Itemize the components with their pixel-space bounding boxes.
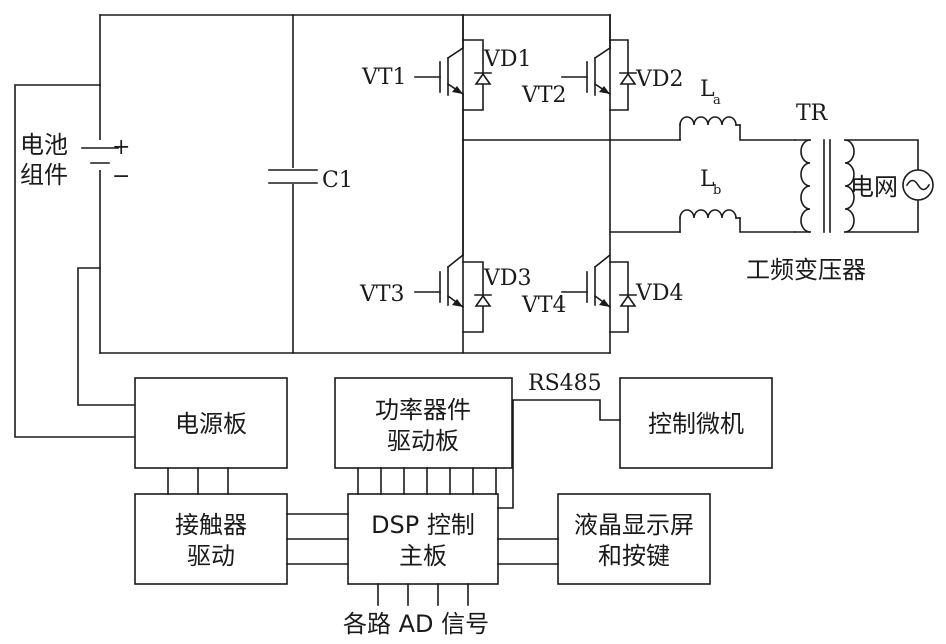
igbt-vt1 <box>414 14 465 141</box>
la-label: L <box>700 77 715 102</box>
la-subscript: a <box>713 93 721 108</box>
ac-source-icon <box>902 169 934 201</box>
igbt-vt4 <box>561 253 612 309</box>
vd4-label: VD4 <box>635 281 684 306</box>
igbt-vt3 <box>414 139 465 309</box>
lcd-label-line2: 和按键 <box>598 542 670 570</box>
igbt-vt2 <box>561 14 612 96</box>
micro-label: 控制微机 <box>648 410 744 438</box>
power-board-block <box>134 377 288 469</box>
diode-vd4 <box>609 261 637 333</box>
battery-plus-label: + <box>112 135 130 160</box>
battery-symbol <box>81 140 119 170</box>
diode-vd2 <box>609 39 637 111</box>
battery-label-line1: 电池 <box>20 131 68 159</box>
battery-wires <box>14 84 136 438</box>
dsp-block <box>347 493 499 585</box>
vt1-label: VT1 <box>361 65 407 90</box>
lcd-block <box>557 493 711 585</box>
vd3-label: VD3 <box>483 266 532 291</box>
contactor-label-line2: 驱动 <box>187 542 235 570</box>
capacitor-label: C1 <box>322 168 353 193</box>
bridge-output-wires <box>462 139 681 233</box>
contactor-block <box>134 493 288 585</box>
dsp-label-line1: DSP 控制 <box>371 511 475 539</box>
vd2-label: VD2 <box>635 67 684 92</box>
vt2-label: VT2 <box>521 83 567 108</box>
vt4-label: VT4 <box>521 293 567 318</box>
transformer-tr <box>794 139 919 233</box>
micro-block <box>619 377 773 469</box>
driver-board-block <box>334 377 513 469</box>
ad-signals-label: 各路 AD 信号 <box>343 610 489 638</box>
contactor-label-line1: 接触器 <box>175 511 247 539</box>
inductor-la <box>679 116 796 141</box>
control-wires <box>167 399 621 606</box>
lb-label: L <box>700 167 715 192</box>
power-board-label: 电源板 <box>175 410 247 438</box>
vt3-label: VT3 <box>359 282 405 307</box>
diode-vd1 <box>462 39 492 111</box>
transformer-desc: 工频变压器 <box>746 256 866 284</box>
vd1-label: VD1 <box>483 47 532 72</box>
grid-label: 电网 <box>850 173 898 201</box>
transformer-label: TR <box>796 101 829 126</box>
capacitor-c1 <box>268 168 318 184</box>
battery-minus-label: − <box>112 164 130 189</box>
battery-label-line2: 组件 <box>20 161 68 189</box>
lb-subscript: b <box>713 183 721 198</box>
driver-board-label-line2: 驱动板 <box>387 427 459 455</box>
inductor-lb <box>679 209 796 233</box>
lcd-label-line1: 液晶显示屏 <box>574 511 694 539</box>
driver-board-label-line1: 功率器件 <box>375 396 471 424</box>
diode-vd3 <box>462 261 492 333</box>
rs485-label: RS485 <box>528 371 602 396</box>
dsp-label-line2: 主板 <box>399 542 447 570</box>
